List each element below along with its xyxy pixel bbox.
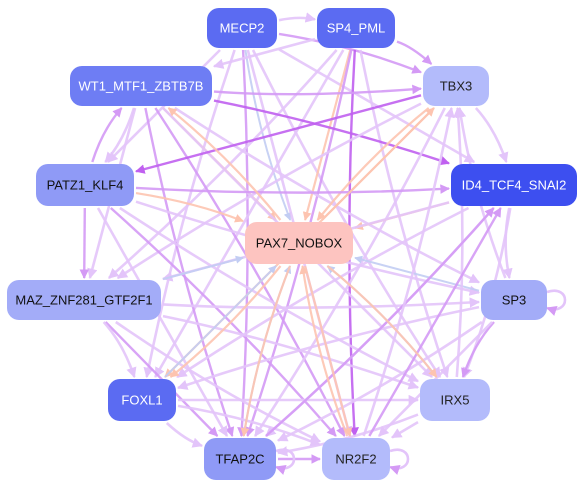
- node-label: MAZ_ZNF281_GTF2F1: [15, 293, 152, 308]
- edge-sp4_pml-to-maz: [108, 49, 338, 279]
- node-label: FOXL1: [121, 393, 162, 408]
- edge-maz-to-pax7: [162, 255, 244, 281]
- edge-patz1-to-maz: [79, 207, 90, 279]
- node-sp4-pml[interactable]: SP4_PML: [317, 8, 395, 48]
- edge-irx5-to-tfap2c: [276, 413, 419, 457]
- edge-wt1-to-nr2f2: [154, 107, 346, 437]
- node-box: [423, 66, 489, 106]
- edge-pax7-to-foxl1: [169, 265, 282, 378]
- node-irx5[interactable]: IRX5: [420, 379, 490, 421]
- node-maz[interactable]: MAZ_ZNF281_GTF2F1: [7, 280, 161, 320]
- node-label: MECP2: [220, 21, 265, 36]
- node-box: [207, 8, 277, 48]
- node-mecp2[interactable]: MECP2: [207, 8, 277, 48]
- edge-mecp2-to-sp4_pml: [278, 12, 317, 23]
- edge-sp3-to-tfap2c: [277, 320, 483, 442]
- edge-mecp2-to-patz1: [107, 49, 221, 163]
- edge-wt1-to-sp3: [174, 106, 480, 284]
- edge-foxl1-to-tfap2c: [165, 422, 203, 448]
- edge-wt1-to-id4: [213, 99, 450, 166]
- node-label: PATZ1_KLF4: [47, 178, 124, 193]
- self-loop-tfap2c: [275, 448, 296, 475]
- edge-pax7-to-tbx3: [321, 107, 435, 221]
- edge-tbx3-to-patz1: [135, 94, 422, 174]
- node-sp3[interactable]: SP3: [481, 280, 547, 320]
- node-box: [70, 66, 212, 106]
- node-label: IRX5: [441, 393, 470, 408]
- edge-patz1-to-pax7: [135, 192, 244, 223]
- node-label: TBX3: [440, 79, 473, 94]
- edge-maz-to-foxl1: [102, 321, 137, 378]
- node-id4[interactable]: ID4_TCF4_SNAI2: [451, 164, 577, 206]
- node-tfap2c[interactable]: TFAP2C: [204, 438, 276, 480]
- edge-pax7-to-nr2f2: [304, 265, 353, 437]
- node-label: SP3: [502, 293, 527, 308]
- edge-foxl1-to-nr2f2: [177, 404, 321, 447]
- node-wt1[interactable]: WT1_MTF1_ZBTB7B: [70, 66, 212, 106]
- node-label: SP4_PML: [327, 21, 386, 36]
- edge-sp4_pml-to-wt1: [212, 37, 316, 69]
- edge-mecp2-to-tbx3: [278, 32, 422, 74]
- edge-pax7-to-wt1: [167, 107, 282, 221]
- node-label: ID4_TCF4_SNAI2: [462, 178, 567, 193]
- edge-sp4_pml-to-pax7: [302, 49, 352, 221]
- edge-sp4_pml-to-tbx3: [396, 40, 433, 65]
- edge-patz1-to-nr2f2: [110, 207, 337, 437]
- node-box: [108, 379, 176, 421]
- edge-nr2f2-to-pax7: [299, 265, 349, 437]
- node-label: PAX7_NOBOX: [256, 236, 343, 251]
- edge-patz1-to-tfap2c: [96, 207, 229, 437]
- edge-maz-to-nr2f2: [115, 320, 321, 443]
- node-box: [7, 280, 161, 320]
- node-nr2f2[interactable]: NR2F2: [322, 438, 390, 480]
- node-box: [420, 379, 490, 421]
- node-box: [451, 164, 577, 206]
- edge-foxl1-to-pax7: [164, 265, 277, 378]
- node-box: [317, 8, 395, 48]
- node-patz1[interactable]: PATZ1_KLF4: [36, 164, 134, 206]
- node-box: [36, 164, 134, 206]
- node-box: [322, 438, 390, 480]
- edge-patz1-to-irx5: [119, 206, 419, 383]
- edge-tbx3-to-maz: [116, 102, 422, 280]
- node-box: [204, 438, 276, 480]
- node-label: NR2F2: [335, 452, 376, 467]
- edge-pax7-to-tfap2c: [240, 265, 292, 437]
- self-loop-sp3: [546, 289, 567, 316]
- edge-sp3-to-irx5: [461, 321, 495, 378]
- node-label: WT1_MTF1_ZBTB7B: [79, 79, 204, 94]
- edge-wt1-to-tbx3: [213, 84, 422, 96]
- edge-tbx3-to-tfap2c: [254, 107, 446, 437]
- node-foxl1[interactable]: FOXL1: [108, 379, 176, 421]
- node-layer: MECP2 SP4_PML WT1_MTF1_ZBTB7B TBX3PATZ1_KLF…: [7, 8, 577, 480]
- edge-patz1-to-wt1: [91, 107, 123, 163]
- edge-nr2f2-to-id4: [368, 207, 502, 437]
- edge-tbx3-to-pax7: [316, 107, 430, 221]
- edge-id4-to-foxl1: [176, 206, 470, 379]
- node-box: [481, 280, 547, 320]
- node-pax7[interactable]: PAX7_NOBOX: [245, 222, 353, 264]
- edge-irx5-to-nr2f2: [391, 420, 419, 439]
- edge-tbx3-to-id4: [474, 107, 509, 163]
- edge-maz-to-irx5: [162, 314, 419, 390]
- edge-pax7-to-irx5: [326, 265, 438, 378]
- node-tbx3[interactable]: TBX3: [423, 66, 489, 106]
- edge-tfap2c-to-id4: [265, 207, 495, 437]
- edge-nr2f2-to-tbx3: [362, 106, 455, 437]
- edge-wt1-to-patz1: [104, 107, 136, 163]
- edge-patz1-to-id4: [135, 184, 450, 194]
- node-box: [245, 222, 353, 264]
- self-loop-nr2f2: [389, 448, 410, 475]
- node-label: TFAP2C: [215, 452, 264, 467]
